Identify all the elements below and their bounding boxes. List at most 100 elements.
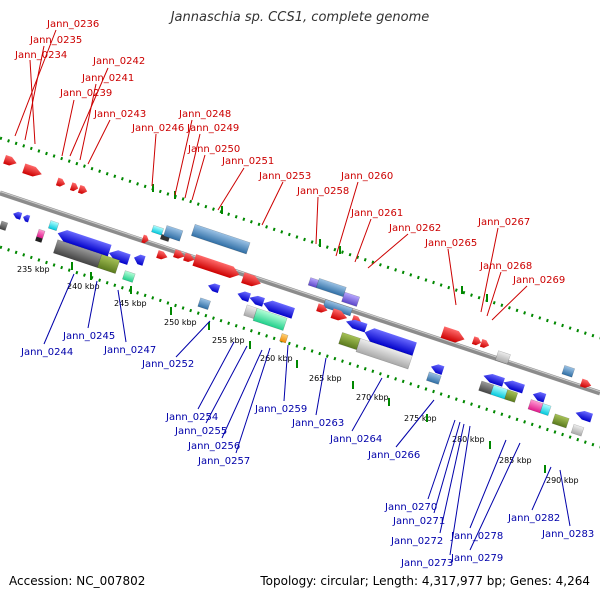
gene-label: Jann_0254 [165, 412, 218, 423]
gene-label: Jann_0256 [187, 441, 240, 452]
gene-feature [346, 319, 368, 333]
gene-feature [579, 378, 592, 388]
gene-feature [355, 338, 413, 370]
tick-label: 270 kbp [356, 393, 389, 402]
gene-feature [108, 250, 131, 265]
gene-feature [483, 373, 505, 387]
track-boundaries [0, 136, 600, 449]
tick-label: 285 kbp [499, 456, 532, 465]
leader-line [283, 344, 289, 402]
gene-feature [57, 230, 112, 257]
gene-label: Jann_0248 [178, 109, 231, 120]
leader-line [351, 377, 383, 432]
gene-label: Jann_0283 [541, 529, 594, 540]
gene-label: Jann_0241 [81, 73, 134, 84]
gene-label: Jann_0243 [93, 109, 146, 120]
gene-label: Jann_0263 [291, 418, 344, 429]
gene-feature [55, 177, 66, 187]
gene-label: Jann_0244 [20, 347, 73, 358]
gene-feature [133, 254, 146, 266]
gene-label: Jann_0268 [479, 261, 532, 272]
leader-line [79, 83, 97, 161]
leader-line [69, 67, 109, 157]
gene-label: Jann_0255 [174, 426, 227, 437]
gene-label: Jann_0235 [29, 35, 82, 46]
gene-feature [430, 364, 445, 375]
gene-feature [440, 326, 465, 343]
gene-feature [183, 252, 195, 263]
leader-line [117, 289, 127, 343]
forward-gene-labels: Jann_0236 Jann_0235 Jann_0234 Jann_0242 … [14, 19, 565, 286]
gene-label: Jann_0262 [388, 223, 441, 234]
leader-line [486, 271, 502, 317]
leader-line [469, 442, 521, 551]
gene-feature [156, 250, 168, 260]
map-title: Jannaschia sp. CCS1, complete genome [170, 10, 430, 25]
gene-feature [77, 185, 88, 194]
gene-feature [551, 413, 570, 429]
gene-label: Jann_0261 [350, 208, 403, 219]
gene-feature [252, 307, 288, 331]
topology-label: Topology: circular; Length: 4,317,977 bp… [260, 574, 590, 588]
gene-label: Jann_0270 [384, 502, 437, 513]
gene-feature [190, 223, 251, 255]
gene-feature [338, 332, 361, 351]
gene-feature [197, 297, 211, 310]
leader-line [427, 419, 456, 500]
gene-feature [22, 163, 42, 177]
gene-feature [503, 380, 525, 394]
leader-line [235, 347, 271, 454]
gene-label: Jann_0236 [46, 19, 99, 30]
gene-feature [237, 291, 251, 303]
gene-feature [490, 384, 509, 400]
gene-label: Jann_0252 [141, 359, 194, 370]
tick-label: 265 kbp [309, 374, 342, 383]
gene-label: Jann_0266 [367, 450, 420, 461]
leader-line [221, 349, 263, 439]
gene-feature [561, 365, 576, 378]
gene-feature [0, 220, 9, 231]
gene-label: Jann_0249 [186, 123, 239, 134]
gene-label: Jann_0264 [329, 434, 382, 445]
leader-line [315, 196, 319, 245]
gene-label: Jann_0259 [254, 404, 307, 415]
gene-label: Jann_0282 [507, 513, 560, 524]
leader-line [197, 341, 235, 410]
leader-line [261, 181, 284, 226]
gene-feature [426, 371, 442, 385]
leader-line [480, 227, 499, 313]
gene-feature [97, 254, 121, 274]
gene-feature [3, 154, 17, 166]
gene-label: Jann_0245 [62, 331, 115, 342]
gene-feature [575, 410, 594, 423]
gene-feature [23, 214, 31, 223]
leader-line [354, 218, 372, 263]
leader-line [531, 466, 552, 511]
tick-label: 275 kbp [404, 414, 437, 423]
gene-feature [241, 272, 261, 287]
gene-feature [479, 338, 490, 348]
gene-feature [13, 211, 23, 220]
gene-feature [570, 424, 585, 437]
gene-feature [316, 303, 328, 313]
gene-label: Jann_0253 [258, 171, 311, 182]
leader-line [43, 273, 75, 345]
gene-label: Jann_0257 [197, 456, 250, 467]
leader-line [205, 345, 248, 424]
gene-feature [122, 270, 136, 283]
leader-line [559, 469, 571, 527]
gene-feature [471, 336, 482, 346]
leader-line [174, 119, 193, 196]
tick-label: 240 kbp [67, 282, 100, 291]
gene-feature [208, 283, 221, 293]
gene-features [0, 154, 594, 437]
gene-label: Jann_0234 [14, 50, 67, 61]
gene-feature [151, 224, 164, 236]
gene-feature [364, 328, 417, 356]
gene-feature [163, 225, 184, 242]
gene-label: Jann_0247 [103, 345, 156, 356]
gene-feature [34, 236, 43, 243]
tick-label: 250 kbp [164, 318, 197, 327]
gene-label: Jann_0273 [400, 558, 453, 569]
